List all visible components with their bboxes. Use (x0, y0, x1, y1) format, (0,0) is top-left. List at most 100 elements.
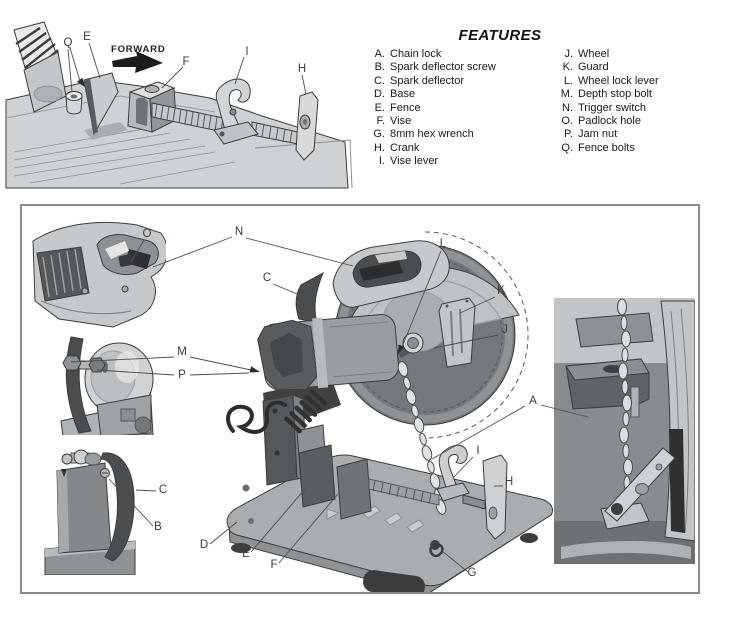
feature-letter: K. (562, 61, 573, 74)
callout-f: F (182, 56, 189, 68)
vise-lever (213, 78, 259, 145)
feature-letter: P. (564, 128, 573, 141)
chain-detail (617, 298, 633, 508)
feature-item: Q.Fence bolts (556, 142, 683, 155)
features-section: FEATURES A. Chain lock B. Spark deflector … (368, 27, 683, 169)
forward-arrow-icon (112, 51, 163, 73)
vise-adjustment-illustration: Q E FORWARD F I H (5, 21, 353, 189)
main-illustration-frame: O N C M P L K J A I H G D E F C B (20, 204, 700, 594)
feature-label: Trigger switch (578, 101, 647, 114)
power-cord (226, 400, 287, 434)
feature-letter: G. (373, 128, 385, 141)
feature-letter: M. (560, 88, 573, 101)
feature-label: Fence (390, 101, 421, 114)
callout-h-main: H (505, 476, 513, 488)
callout-n: N (235, 226, 243, 238)
callout-l: L (440, 238, 447, 250)
feature-item: C. Spark deflector (368, 75, 556, 88)
feature-letter: L. (563, 74, 573, 87)
feature-item: B. Spark deflector screw (368, 61, 556, 74)
callout-q: Q (64, 37, 73, 49)
spark-deflector-detail (100, 452, 135, 562)
features-column-1: A. Chain lock B. Spark deflector screw C. S… (368, 48, 556, 169)
feature-item: A. Chain lock (368, 48, 556, 61)
feature-item: H. Crank (368, 142, 556, 155)
callout-c-top: C (263, 272, 271, 284)
crank-handle (295, 91, 319, 161)
feature-label: Wheel lock lever (578, 74, 659, 87)
feature-letter: I. (378, 155, 385, 168)
feature-label: Spark deflector (390, 74, 464, 87)
feature-letter: D. (374, 88, 385, 101)
feature-item: O. Padlock hole (556, 115, 683, 128)
feature-item: G. 8mm hex wrench (368, 128, 556, 141)
feature-item: D. Base (368, 88, 556, 101)
callout-b: B (154, 521, 162, 533)
vise (336, 458, 372, 520)
callout-c-inset: C (159, 484, 167, 496)
feature-item: E. Fence (368, 102, 556, 115)
return-spring (284, 389, 328, 434)
callout-i: I (245, 46, 248, 58)
feature-label: Guard (578, 61, 609, 74)
forward-label: FORWARD (111, 44, 166, 55)
features-title: FEATURES (458, 27, 542, 44)
callout-g: G (468, 567, 477, 579)
callout-p: P (178, 369, 186, 381)
depth-stop-bolt (62, 355, 82, 371)
feature-letter: N. (562, 101, 573, 114)
padlock-hole (118, 254, 134, 267)
callout-h: H (298, 63, 306, 75)
crank-main (482, 454, 508, 540)
jam-nut (88, 357, 106, 373)
callout-f-main: F (270, 559, 277, 571)
feature-label: Chain lock (390, 48, 442, 60)
padlock-trigger-inset (32, 221, 166, 328)
feature-label: Padlock hole (578, 115, 641, 128)
feature-label: Vise lever (390, 155, 439, 168)
fence-bolt (65, 91, 83, 115)
feature-letter: A. (374, 48, 385, 60)
feature-label: Vise (390, 115, 412, 128)
feature-letter: J. (564, 48, 573, 60)
spark-deflector (295, 271, 324, 324)
callout-m: M (177, 346, 187, 358)
feature-label: Wheel (578, 48, 610, 60)
callout-i-main: I (476, 445, 479, 457)
feature-label: Depth stop bolt (578, 88, 652, 101)
feature-label: Crank (390, 141, 420, 154)
feature-label: Base (390, 88, 416, 101)
feature-letter: E. (374, 101, 385, 114)
feature-label: Fence bolts (578, 141, 635, 154)
feature-letter: O. (561, 115, 573, 128)
vise-lever-main (438, 444, 468, 492)
feature-letter: H. (374, 141, 385, 154)
feature-letter: F. (376, 115, 385, 128)
feature-item: I. Vise lever (368, 155, 556, 168)
motor (257, 314, 400, 391)
features-column-2: J. Wheel K. Guard L. Wheel lock lever M. Dep… (556, 48, 683, 169)
feature-item: N. Trigger switch (556, 102, 683, 115)
base-hatch-lines (13, 127, 236, 185)
callout-k: K (497, 285, 505, 297)
feature-letter: B. (374, 61, 385, 74)
callout-o: O (143, 228, 152, 240)
feature-label: 8mm hex wrench (390, 128, 474, 141)
feature-item: J. Wheel (556, 48, 683, 61)
fence (298, 444, 336, 508)
main-callout-leaders (70, 236, 589, 573)
feature-label: Jam nut (578, 128, 618, 141)
depth-stop-inset (60, 336, 154, 435)
safety-chain (397, 361, 447, 515)
feature-label: Spark deflector screw (390, 61, 496, 74)
trigger-switch (359, 261, 403, 281)
feature-letter: C. (374, 74, 385, 87)
guard-plate (438, 297, 476, 368)
callout-j: J (502, 324, 508, 336)
top-handle (332, 240, 450, 308)
callout-e-main: E (242, 548, 250, 560)
feature-item: K. Guard (556, 61, 683, 74)
features-columns: A. Chain lock B. Spark deflector screw C. S… (368, 48, 683, 169)
front-foot (363, 570, 425, 592)
callout-e: E (83, 31, 91, 43)
